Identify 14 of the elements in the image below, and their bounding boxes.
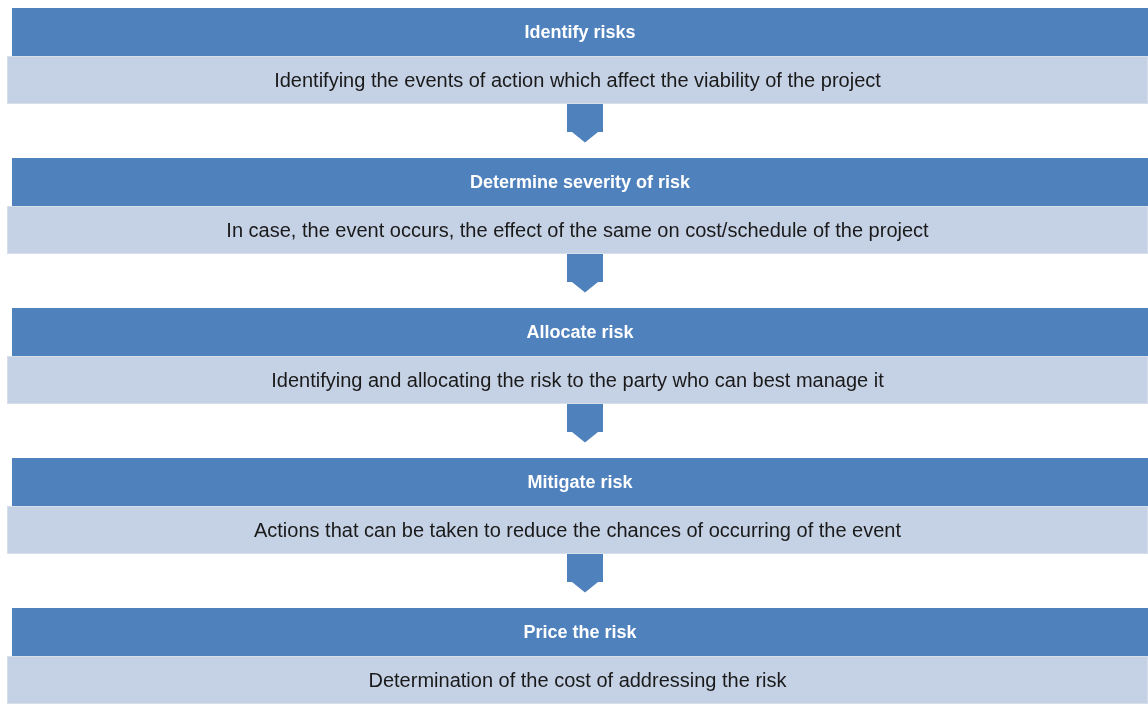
arrow xyxy=(567,404,603,443)
arrow xyxy=(567,554,603,593)
step-description: Actions that can be taken to reduce the chances of occurring of the event xyxy=(7,506,1148,554)
step-heading: Identify risks xyxy=(523,20,637,44)
step-description: Identifying and allocating the risk to the party who can best manage it xyxy=(7,356,1148,404)
step-heading: Mitigate risk xyxy=(526,470,634,494)
arrow xyxy=(567,254,603,293)
step-heading: Determine severity of risk xyxy=(468,170,692,194)
arrow xyxy=(567,104,603,143)
step-description: Identifying the events of action which affect the viability of the project xyxy=(7,56,1148,104)
step-description: In case, the event occurs, the effect of the same on cost/schedule of the project xyxy=(7,206,1148,254)
step-heading: Price the risk xyxy=(522,620,638,644)
step-heading: Allocate risk xyxy=(525,320,635,344)
step-description: Determination of the cost of addressing the risk xyxy=(7,656,1148,704)
